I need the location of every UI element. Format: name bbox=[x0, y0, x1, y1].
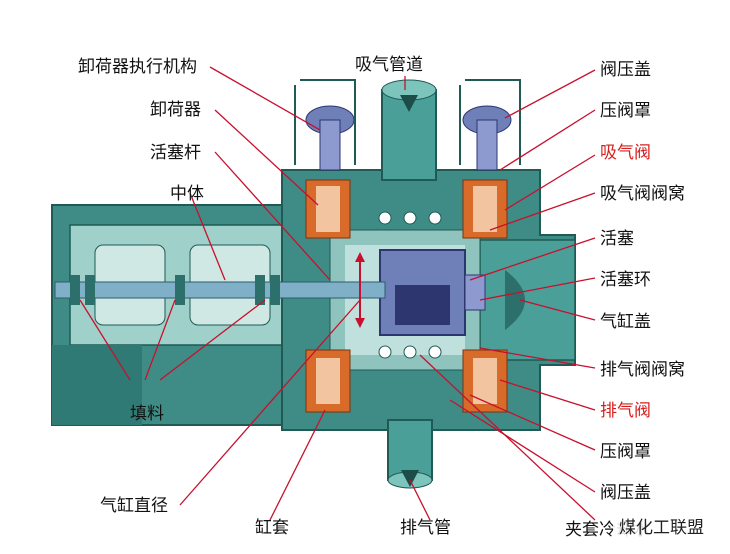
label-valve-cage-top: 压阀罩 bbox=[600, 101, 651, 121]
label-unloader: 卸荷器 bbox=[150, 100, 201, 120]
label-discharge-valve-seat: 排气阀阀窝 bbox=[600, 360, 685, 380]
label-middle-body: 中体 bbox=[170, 184, 204, 204]
watermark: 煤化工联盟 bbox=[613, 511, 710, 540]
label-valve-cover-bottom: 阀压盖 bbox=[600, 483, 651, 503]
suction-valve-left-shape bbox=[305, 179, 351, 239]
label-discharge-pipe: 排气管 bbox=[400, 518, 451, 538]
pointer-lines bbox=[79, 66, 431, 521]
label-piston-ring: 活塞环 bbox=[600, 270, 651, 290]
label-suction-pipe: 吸气管道 bbox=[355, 55, 423, 75]
label-valve-cage-bottom: 压阀罩 bbox=[600, 442, 651, 462]
discharge-valve-left-shape bbox=[305, 349, 351, 413]
label-discharge-valve: 排气阀 bbox=[600, 401, 651, 421]
label-suction-valve: 吸气阀 bbox=[600, 143, 651, 163]
discharge-valve-right-shape bbox=[462, 349, 508, 413]
label-suction-valve-seat: 吸气阀阀窝 bbox=[600, 184, 685, 204]
label-cylinder-liner: 缸套 bbox=[255, 518, 289, 538]
label-piston-rod: 活塞杆 bbox=[150, 143, 201, 163]
suction-valve-right-shape bbox=[462, 179, 508, 239]
label-cylinder-bore: 气缸直径 bbox=[100, 496, 168, 516]
label-piston: 活塞 bbox=[600, 229, 634, 249]
piston-rod-shape bbox=[54, 281, 386, 299]
label-cylinder-head: 气缸盖 bbox=[600, 312, 651, 332]
label-packing: 填料 bbox=[130, 404, 164, 424]
label-valve-cover-top: 阀压盖 bbox=[600, 60, 651, 80]
label-unloader-actuator: 卸荷器执行机构 bbox=[78, 57, 197, 77]
